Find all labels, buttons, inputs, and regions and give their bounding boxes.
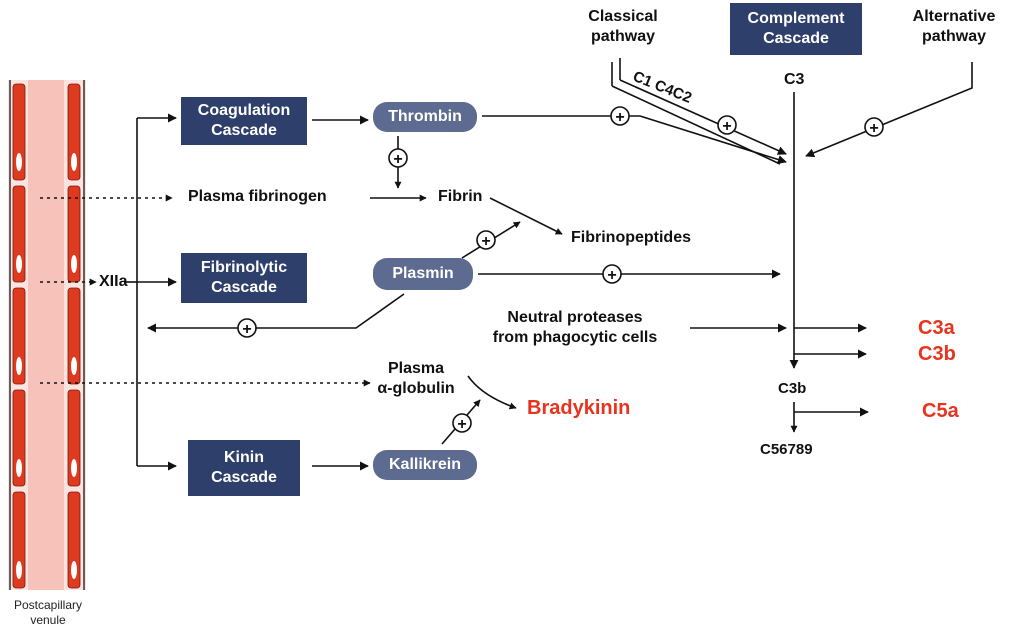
- fibrinolytic-cascade-box: Fibrinolytic Cascade: [181, 253, 307, 303]
- arrow-globulin-bradykinin: [467, 375, 517, 410]
- red-blood-cell: [67, 491, 81, 589]
- xiia-label: XIIa: [99, 273, 128, 290]
- arrow-alternative-pathway: [805, 62, 973, 158]
- alternative-pathway-label: Alternative pathway: [912, 8, 996, 45]
- cell-nucleus: [16, 153, 22, 171]
- plus-circle-kallikrein: +: [452, 413, 472, 433]
- thrombin-pill: Thrombin: [373, 102, 477, 132]
- arrow-fibrin-fibrinopeptides: [489, 197, 563, 235]
- cell-nucleus: [16, 357, 22, 375]
- c1c4c2-label: C1 C4C2: [631, 68, 695, 107]
- red-blood-cell: [67, 389, 81, 487]
- cell-nucleus: [71, 255, 77, 273]
- c3-label: C3: [784, 71, 805, 88]
- neutral-proteases-label: Neutral proteases from phagocytic cells: [492, 309, 658, 346]
- red-blood-cell: [67, 287, 81, 385]
- plasma-fibrinogen-label: Plasma fibrinogen: [188, 188, 327, 205]
- red-blood-cell: [67, 185, 81, 283]
- plus-circle-plasmin-feedback: +: [237, 318, 257, 338]
- complement-cascade-box: Complement Cascade: [730, 3, 862, 55]
- plasmin-pill: Plasmin: [373, 258, 473, 290]
- plus-circle-classical: +: [717, 115, 737, 135]
- svg-text:+: +: [242, 321, 251, 338]
- red-blood-cell: [12, 491, 26, 589]
- coagulation-cascade-box: Coagulation Cascade: [181, 97, 307, 145]
- fibrinopeptides-label: Fibrinopeptides: [571, 229, 691, 246]
- red-blood-cell: [12, 83, 26, 181]
- plus-circle-plasmin-fibrin: +: [476, 230, 496, 250]
- kinin-cascade-box: Kinin Cascade: [188, 440, 300, 496]
- cell-nucleus: [16, 561, 22, 579]
- svg-text:+: +: [615, 109, 624, 126]
- plasma-globulin-label: Plasma α-globulin: [377, 360, 455, 397]
- c5a-product: C5a: [922, 400, 959, 422]
- c3b-intermediate-label: C3b: [778, 380, 807, 397]
- postcapillary-venule-label: Postcapillary venule: [13, 598, 83, 627]
- svg-text:+: +: [607, 267, 616, 284]
- classical-pathway-line-b: [619, 79, 787, 155]
- svg-text:+: +: [869, 120, 878, 137]
- c3a-product: C3a: [918, 317, 955, 339]
- plus-circle-alternative: +: [864, 117, 884, 137]
- cell-nucleus: [16, 255, 22, 273]
- cell-nucleus: [71, 459, 77, 477]
- plus-circle-thrombin-c3: +: [610, 106, 630, 126]
- c56789-label: C56789: [760, 441, 813, 458]
- red-blood-cell: [12, 287, 26, 385]
- cell-nucleus: [71, 153, 77, 171]
- svg-text:+: +: [481, 233, 490, 250]
- cell-nucleus: [71, 357, 77, 375]
- kallikrein-pill: Kallikrein: [373, 450, 477, 480]
- svg-text:+: +: [722, 118, 731, 135]
- xiia-branches: [124, 113, 177, 471]
- classical-pathway-line-d: [611, 85, 781, 165]
- arrow-thrombin-c3b: [639, 115, 787, 164]
- red-blood-cell: [12, 389, 26, 487]
- cell-nucleus: [16, 459, 22, 477]
- c3b-product: C3b: [918, 343, 956, 365]
- plus-circle-plasmin-c3: +: [602, 264, 622, 284]
- arrow-plasmin-feedback: [147, 293, 405, 333]
- cell-nucleus: [71, 561, 77, 579]
- red-blood-cell: [12, 185, 26, 283]
- bradykinin-product: Bradykinin: [527, 397, 631, 419]
- plus-circle-thrombin-fibrin: +: [388, 148, 408, 168]
- red-blood-cell: [67, 83, 81, 181]
- classical-pathway-label: Classical pathway: [588, 8, 658, 45]
- fibrin-label: Fibrin: [438, 188, 483, 205]
- venule-vessel: [8, 80, 86, 590]
- svg-text:+: +: [393, 151, 402, 168]
- svg-text:+: +: [457, 416, 466, 433]
